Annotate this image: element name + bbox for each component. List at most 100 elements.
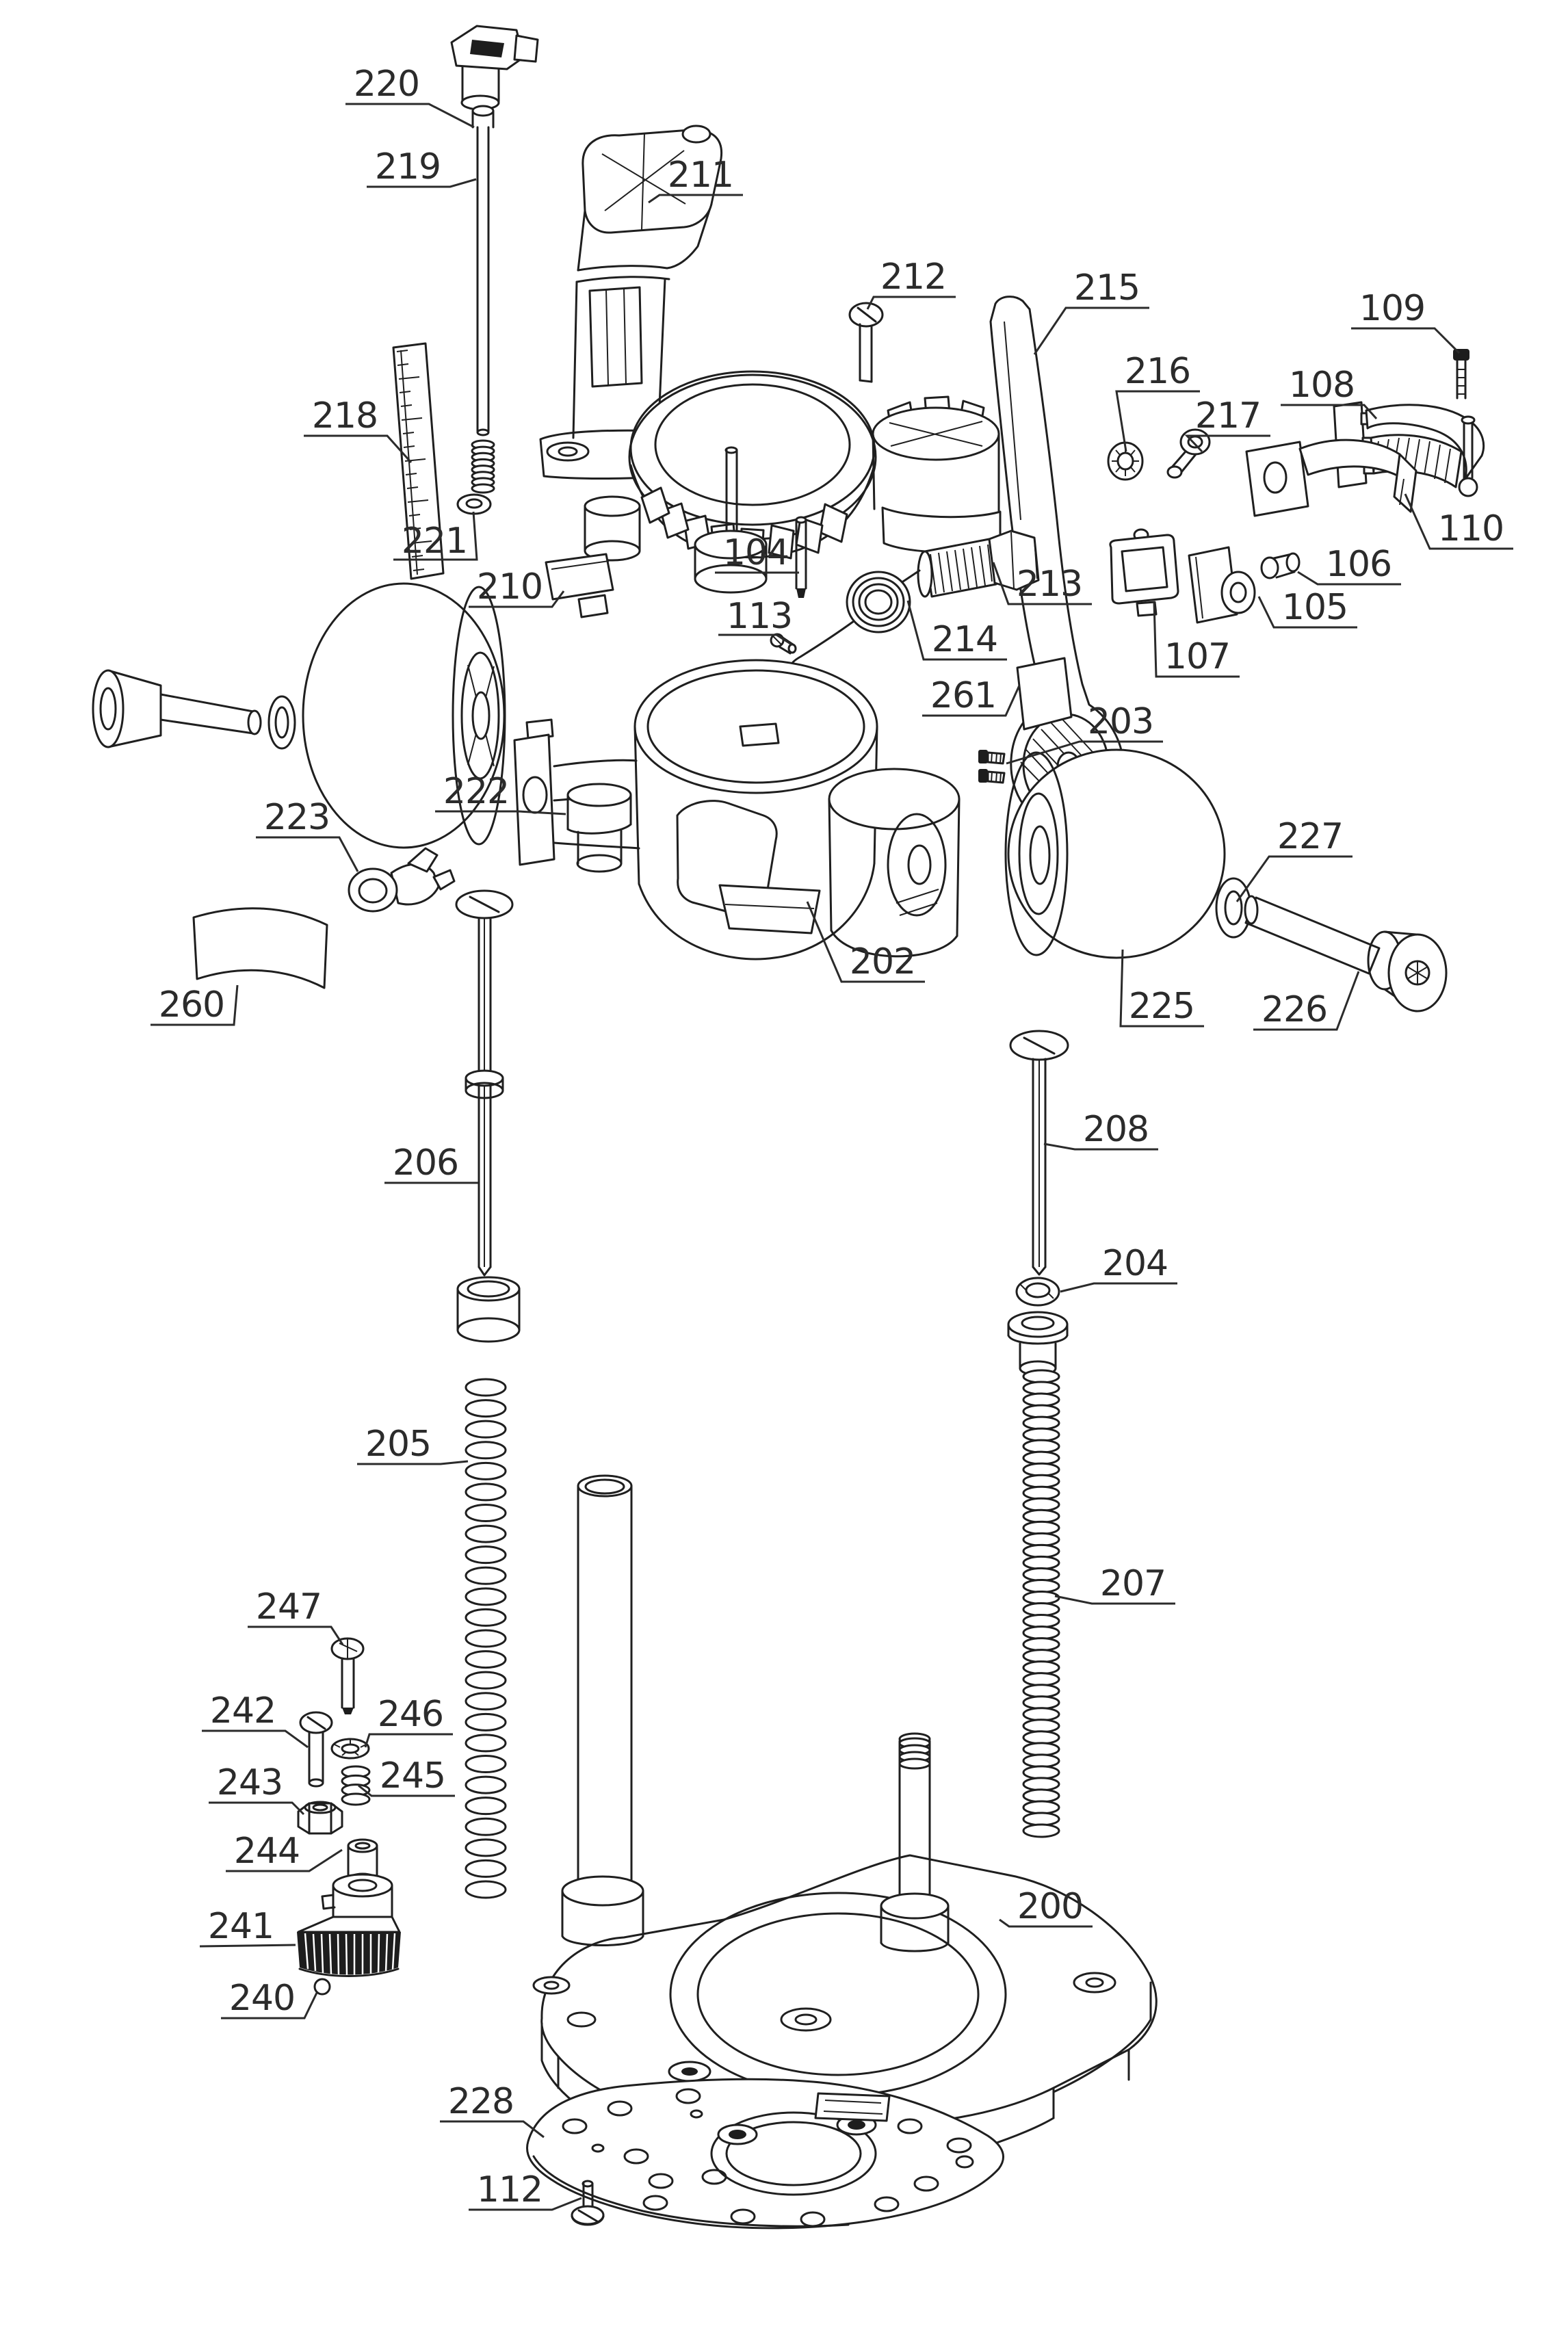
part-label-112: 112	[477, 2169, 543, 2210]
part-leader-225	[1119, 949, 1204, 1028]
part-leader-228	[440, 2120, 545, 2139]
part-223-clamp-lever	[348, 847, 456, 913]
part-leader-110	[1404, 493, 1513, 550]
part-label-109: 109	[1359, 288, 1425, 329]
part-246-washer	[330, 1738, 370, 1760]
part-label-246: 246	[378, 1694, 443, 1735]
part-220-cap	[450, 25, 539, 111]
part-104-pin	[795, 516, 807, 598]
part-leader-107	[1153, 601, 1240, 678]
part-leader-219	[367, 178, 477, 188]
part-leader-223	[256, 836, 359, 872]
part-leader-214	[906, 600, 1007, 661]
part-label-228: 228	[448, 2081, 514, 2122]
part-210-plate	[545, 495, 641, 618]
part-106-plug	[1260, 552, 1301, 579]
part-label-226: 226	[1262, 989, 1327, 1030]
part-206-screw	[455, 889, 514, 1277]
part-label-216: 216	[1125, 351, 1190, 392]
part-211-motor-unit	[539, 125, 1002, 594]
part-label-108: 108	[1289, 365, 1355, 406]
part-leader-210	[469, 590, 565, 608]
part-label-202: 202	[850, 941, 915, 982]
part-label-243: 243	[217, 1762, 283, 1803]
guide-bushing-left	[456, 1276, 521, 1343]
part-212-screw	[848, 302, 884, 383]
part-label-218: 218	[312, 395, 378, 436]
part-205-spring	[465, 1378, 507, 1899]
part-leader-212	[866, 296, 956, 310]
part-leader-226	[1253, 971, 1360, 1031]
part-label-210: 210	[477, 566, 543, 607]
column-thread	[898, 1737, 931, 1770]
part-label-242: 242	[210, 1690, 276, 1732]
part-208-screw	[1009, 1030, 1069, 1276]
part-leader-227	[1236, 855, 1353, 902]
part-label-220: 220	[354, 64, 419, 105]
part-leader-260	[151, 984, 239, 1026]
part-label-260: 260	[159, 984, 224, 1025]
part-label-212: 212	[880, 257, 946, 298]
part-label-206: 206	[393, 1142, 458, 1184]
flanged-bushing-right	[1007, 1311, 1069, 1376]
part-label-106: 106	[1326, 544, 1391, 585]
part-label-211: 211	[668, 155, 733, 196]
part-109-screw	[1453, 349, 1469, 400]
part-219-rod	[456, 105, 495, 515]
part-label-222: 222	[443, 771, 509, 812]
part-112-screw	[571, 2180, 605, 2226]
part-216-lock-washer	[1107, 441, 1144, 481]
part-leader-218	[304, 434, 413, 464]
part-leader-215	[1033, 306, 1149, 355]
part-105-plate	[1188, 546, 1256, 624]
part-label-244: 244	[234, 1831, 300, 1872]
part-leader-247	[248, 1625, 344, 1645]
part-leader-202	[806, 901, 925, 983]
part-leader-261	[922, 685, 1021, 717]
part-label-203: 203	[1088, 701, 1153, 742]
part-110-bracket	[1245, 439, 1417, 517]
part-leader-244	[226, 1848, 343, 1872]
part-label-104: 104	[723, 532, 789, 573]
part-label-200: 200	[1017, 1886, 1083, 1927]
part-leader-113	[718, 633, 792, 646]
part-label-241: 241	[208, 1906, 274, 1947]
part-leader-246	[364, 1733, 453, 1748]
part-leader-240	[221, 1992, 318, 2020]
part-label-204: 204	[1102, 1243, 1168, 1284]
part-leader-109	[1351, 327, 1461, 354]
part-label-221: 221	[402, 521, 467, 562]
part-leader-245	[358, 1784, 455, 1797]
part-leader-213	[992, 562, 1092, 605]
part-label-205: 205	[365, 1424, 431, 1465]
part-245-spring	[341, 1765, 371, 1806]
part-204-washer	[1015, 1277, 1060, 1307]
part-leader-220	[345, 103, 475, 129]
part-label-215: 215	[1074, 267, 1140, 309]
part-leader-243	[209, 1801, 305, 1816]
part-203-screws	[978, 750, 1006, 784]
part-247-screw	[330, 1637, 365, 1714]
part-label-240: 240	[229, 1978, 295, 2019]
base-column-left	[561, 1474, 644, 1946]
part-261-label-plate	[1016, 657, 1073, 731]
left-knob	[302, 582, 506, 849]
part-leader-204	[1060, 1282, 1177, 1293]
part-leader-106	[1297, 571, 1401, 586]
part-label-213: 213	[1017, 564, 1082, 605]
part-label-214: 214	[932, 619, 997, 660]
base-column-right	[880, 1732, 950, 1952]
part-label-110: 110	[1438, 508, 1504, 549]
part-leader-205	[357, 1460, 469, 1465]
part-label-207: 207	[1100, 1563, 1166, 1604]
part-228-subbase	[526, 2078, 1005, 2230]
part-213-bolt	[917, 530, 1040, 598]
part-label-105: 105	[1282, 587, 1348, 628]
part-label-261: 261	[930, 675, 996, 716]
rod-thread	[471, 439, 495, 494]
part-label-113: 113	[727, 596, 792, 637]
part-225-knob	[1004, 748, 1226, 959]
part-107-frame	[1109, 528, 1179, 617]
